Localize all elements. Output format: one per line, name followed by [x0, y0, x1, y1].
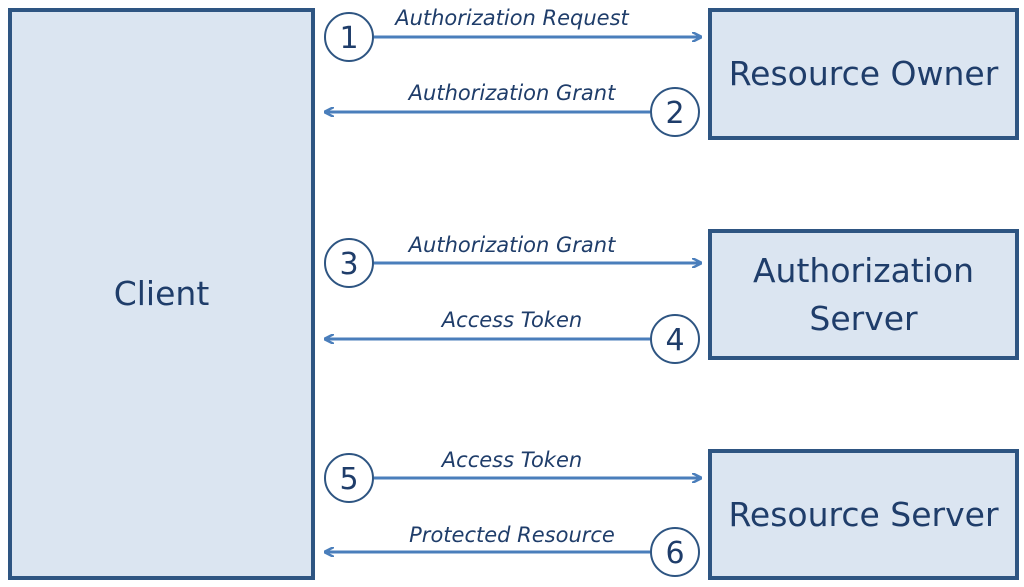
step-3-number: 3: [339, 247, 358, 282]
step-3: 3 Authorization Grant: [324, 233, 700, 288]
client-label: Client: [113, 274, 210, 314]
step-1-badge: [324, 12, 374, 62]
step-2: 2 Authorization Grant: [326, 81, 700, 137]
step-1: 1 Authorization Request: [324, 6, 700, 62]
authorization-server-box: Authorization Server: [708, 229, 1019, 360]
resource-server-box: Resource Server: [708, 449, 1019, 580]
resource-owner-label: Resource Owner: [728, 54, 999, 94]
resource-owner-box: Resource Owner: [708, 8, 1019, 140]
step-5-badge: [324, 453, 374, 503]
step-2-label: Authorization Grant: [407, 81, 616, 105]
step-6-number: 6: [665, 536, 684, 571]
step-6-badge: [650, 527, 700, 577]
step-4-badge: [650, 314, 700, 364]
step-3-badge: [324, 238, 374, 288]
step-5-label: Access Token: [440, 448, 582, 472]
step-5-number: 5: [339, 462, 358, 497]
step-4-label: Access Token: [440, 308, 582, 332]
step-2-number: 2: [665, 96, 684, 131]
resource-server-label: Resource Server: [728, 494, 999, 534]
step-6: 6 Protected Resource: [326, 523, 700, 577]
step-2-badge: [650, 87, 700, 137]
step-3-label: Authorization Grant: [407, 233, 616, 257]
step-4-number: 4: [665, 323, 684, 358]
authorization-server-label-line1: Authorization: [752, 250, 975, 290]
client-box: Client: [8, 8, 315, 580]
step-6-label: Protected Resource: [409, 523, 615, 547]
step-1-label: Authorization Request: [393, 6, 629, 30]
step-1-number: 1: [339, 21, 358, 56]
step-4: 4 Access Token: [326, 308, 700, 364]
authorization-server-label-line2: Server: [809, 298, 918, 338]
authorization-server-label: Authorization Server: [753, 247, 974, 343]
step-5: 5 Access Token: [324, 448, 700, 503]
